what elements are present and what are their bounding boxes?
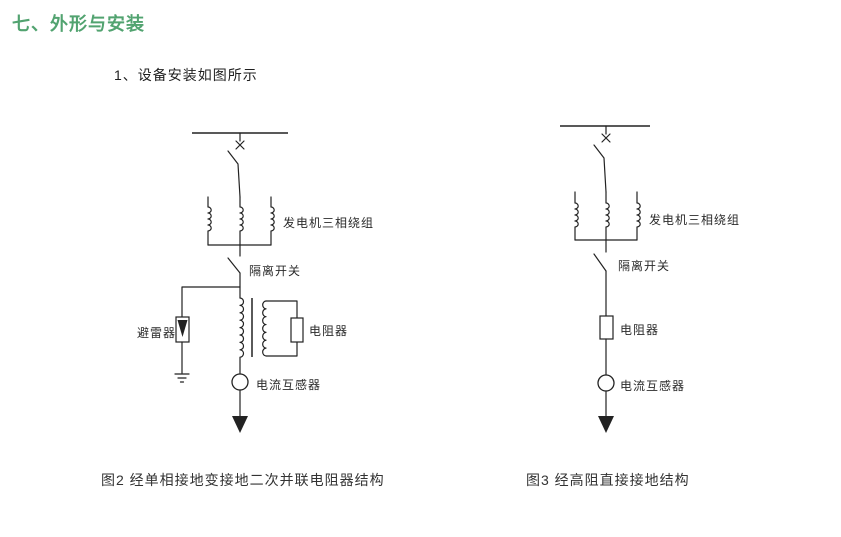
grounding-transformer-symbol <box>239 297 298 375</box>
figure3-diagram <box>560 125 650 433</box>
fig2-arrester-label: 避雷器 <box>137 326 177 340</box>
ground-arrow <box>598 390 614 433</box>
disconnect-switch-symbol <box>227 257 241 299</box>
fig3-ct-label: 电流互感器 <box>620 379 686 393</box>
breaker-symbol <box>227 132 245 198</box>
section-title: 七、外形与安装 <box>12 14 145 34</box>
resistor-symbol <box>290 317 304 343</box>
generator-winding-symbol <box>574 191 641 253</box>
ground-arrow <box>232 389 248 433</box>
current-transformer-symbol <box>597 374 615 392</box>
arrester-symbol <box>175 286 241 374</box>
fig2-resistor-label: 电阻器 <box>309 324 349 338</box>
fig2-disconnect-label: 隔离开关 <box>249 264 302 278</box>
fig3-disconnect-label: 隔离开关 <box>618 259 671 273</box>
fig2-caption: 图2 经单相接地变接地二次并联电阻器结构 <box>101 472 385 488</box>
resistor-symbol <box>599 315 614 376</box>
fig2-winding-label: 发电机三相绕组 <box>283 216 375 230</box>
fig3-resistor-label: 电阻器 <box>620 323 660 337</box>
fig3-caption: 图3 经高阻直接接地结构 <box>526 472 690 488</box>
fig3-winding-label: 发电机三相绕组 <box>649 213 741 227</box>
ground-symbol <box>174 373 190 383</box>
disconnect-switch-symbol <box>593 253 607 317</box>
figure2-diagram <box>174 132 304 433</box>
breaker-symbol <box>593 125 611 193</box>
current-transformer-symbol <box>231 373 249 391</box>
fig2-ct-label: 电流互感器 <box>256 378 322 392</box>
list-item-1: 1、设备安装如图所示 <box>114 67 258 83</box>
generator-winding-symbol <box>207 196 275 257</box>
